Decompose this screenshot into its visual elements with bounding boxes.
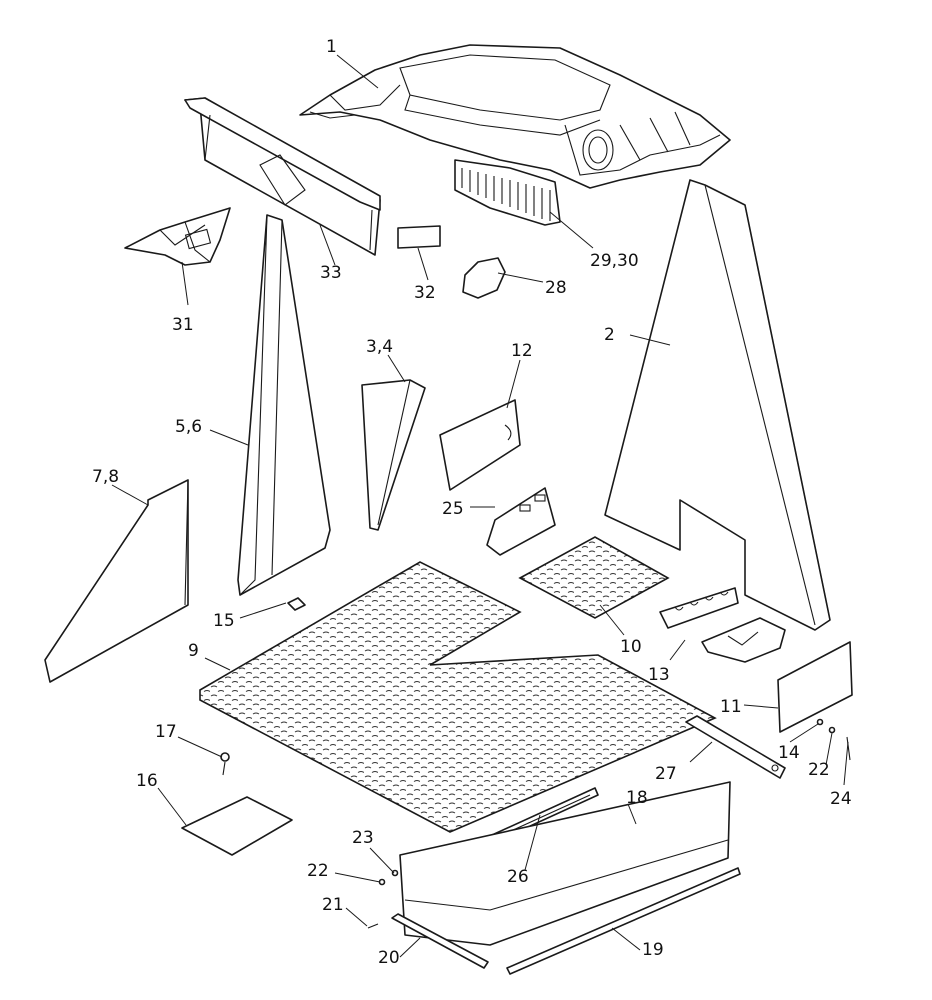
callout-16: 16 [136, 771, 158, 791]
part-28-cover [462, 257, 506, 299]
leader-lines [111, 54, 849, 958]
callout-31: 31 [172, 315, 194, 335]
part-9-floor-mat [199, 561, 717, 833]
callout-14: 14 [778, 743, 800, 763]
callout-1: 1 [326, 37, 337, 57]
part-5-6-left-post [237, 214, 331, 596]
callout-10: 10 [620, 637, 642, 657]
part-19-lower-strip [506, 867, 741, 975]
callout-21: 21 [322, 895, 344, 915]
callout-29-30: 29,30 [590, 251, 639, 271]
part-2-right-side-panel [604, 179, 831, 631]
callout-25: 25 [442, 499, 464, 519]
part-12-plate [439, 399, 521, 491]
callout-33: 33 [320, 263, 342, 283]
callout-3-4: 3,4 [366, 337, 393, 357]
callout-19: 19 [642, 940, 664, 960]
callout-22-right: 22 [808, 760, 830, 780]
part-33-header-panel [184, 97, 381, 256]
part-31-corner-bracket [124, 207, 231, 266]
callout-12: 12 [511, 341, 533, 361]
callout-7-8: 7,8 [92, 467, 119, 487]
part-13-bracket [659, 587, 786, 663]
callout-23: 23 [352, 828, 374, 848]
callout-17: 17 [155, 722, 177, 742]
callout-labels: 1 2 3,4 5,6 7,8 9 10 11 12 13 14 15 16 1… [92, 37, 852, 968]
part-20-short-strip [391, 913, 489, 969]
part-15-tab [287, 597, 306, 611]
part-1-cab-roof [299, 44, 731, 189]
callout-5-6: 5,6 [175, 417, 202, 437]
callout-15: 15 [213, 611, 235, 631]
callout-24: 24 [830, 789, 852, 809]
part-17-bolt [220, 752, 230, 776]
part-7-8-left-side-panel [44, 479, 189, 683]
callout-28: 28 [545, 278, 567, 298]
part-10-small-mat [518, 536, 670, 619]
callout-32: 32 [414, 283, 436, 303]
part-16-cover-plate [181, 796, 293, 856]
callout-13: 13 [648, 665, 670, 685]
fasteners-right [816, 718, 851, 761]
part-25-bracket-plate [486, 487, 556, 556]
callout-9: 9 [188, 641, 199, 661]
callout-18: 18 [626, 788, 648, 808]
callout-27: 27 [655, 764, 677, 784]
callout-2: 2 [604, 325, 615, 345]
callout-20: 20 [378, 948, 400, 968]
part-29-30-grille [454, 159, 561, 226]
part-32-small-plate [397, 225, 441, 249]
callout-11: 11 [720, 697, 742, 717]
callout-26: 26 [507, 867, 529, 887]
part-3-4-gusset [361, 379, 426, 531]
part-11-side-plate [777, 641, 853, 733]
callout-22-left: 22 [307, 861, 329, 881]
part-27-rail [685, 715, 786, 779]
